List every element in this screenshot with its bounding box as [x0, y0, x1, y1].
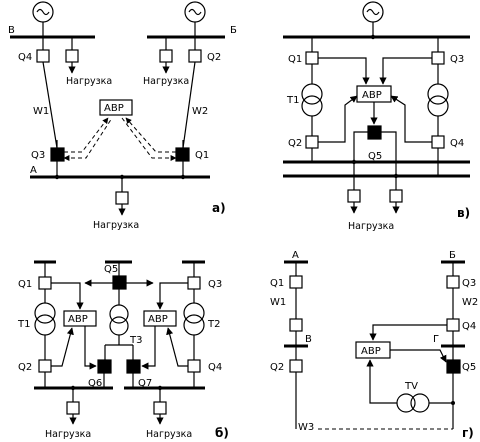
switch-load-a-right	[159, 49, 173, 63]
switch-q3-g	[446, 275, 460, 289]
switch-q3-v	[431, 51, 445, 65]
avr-label-b-right: АВР	[148, 314, 168, 325]
label-t3-b: T3	[129, 335, 142, 346]
avr-block-b-right	[143, 310, 177, 327]
label-w1-a: W1	[33, 106, 49, 117]
bus-label-b-g: Б	[449, 250, 456, 261]
label-q3-g: Q3	[462, 278, 476, 289]
switch-q1-g	[289, 275, 303, 289]
label-q4-b: Q4	[208, 362, 222, 373]
label-q4-a: Q4	[18, 52, 32, 63]
switch-q2-b	[38, 359, 52, 373]
label-t1-v: T1	[286, 95, 299, 106]
label-w2-a: W2	[192, 106, 208, 117]
label-q2-b: Q2	[18, 362, 32, 373]
switch-w1-end-g	[289, 318, 303, 332]
label-q4-g: Q4	[462, 321, 476, 332]
avr-label-a: АВР	[104, 103, 124, 114]
label-q2-v: Q2	[288, 138, 302, 149]
switch-q1-v	[305, 51, 319, 65]
label-q3-b: Q3	[208, 279, 222, 290]
avr-label-v: АВР	[362, 90, 382, 101]
avr-label-g: АВР	[361, 346, 381, 357]
label-q1-a: Q1	[195, 150, 209, 161]
switch-load-a-left	[65, 49, 79, 63]
switch-q3-b	[187, 276, 201, 290]
label-q4-v: Q4	[450, 138, 464, 149]
switch-q5-b	[112, 275, 127, 290]
label-q1-v: Q1	[288, 54, 302, 65]
switch-q5-g	[446, 359, 461, 374]
avr-block-a	[99, 99, 133, 116]
label-q6-b: Q6	[88, 378, 102, 389]
panel-label-b: б)	[215, 426, 229, 440]
load-label-a-left: Нагрузка	[66, 76, 112, 87]
switch-load-v-left	[347, 189, 361, 203]
switch-q7-b	[126, 359, 141, 374]
label-q2-g: Q2	[270, 362, 284, 373]
switch-q2-g	[289, 359, 303, 373]
switch-q1-a	[175, 147, 190, 162]
label-t1-b: T1	[17, 319, 30, 330]
panel-g: А Б Q1 W1 В Q2 W3 Q3 W2 Q4 Г Q5 АВ	[270, 250, 478, 440]
bus-label-g-g: Г	[433, 334, 439, 345]
panel-a: В Б Q4 Нагрузка Q2 Нагрузка W1 W2 АВР Q3…	[8, 1, 237, 231]
switch-q1-b	[38, 276, 52, 290]
switch-load-b-right	[153, 401, 167, 415]
load-label-b-left: Нагрузка	[45, 429, 91, 440]
label-q2-a: Q2	[207, 52, 221, 63]
label-q3-v: Q3	[450, 54, 464, 65]
label-q1-b: Q1	[18, 279, 32, 290]
avr-block-b-left	[63, 310, 97, 327]
switch-q3-a	[50, 147, 65, 162]
switch-q4-g	[446, 318, 460, 332]
label-tv-g: TV	[404, 381, 418, 392]
panel-v: Q1 T1 Q2 Q3 Q4 АВР Q5	[283, 1, 470, 232]
switch-q4-b	[187, 359, 201, 373]
switch-q4-a	[36, 49, 50, 63]
label-q1-g: Q1	[270, 278, 284, 289]
switch-load-a-bottom	[115, 191, 129, 205]
switch-q2-a	[188, 49, 202, 63]
panel-label-v: в)	[457, 206, 470, 220]
switch-load-v-right	[389, 189, 403, 203]
label-w3-g: W3	[298, 422, 314, 433]
bus-label-v-g: В	[305, 334, 312, 345]
label-q3-a: Q3	[31, 150, 45, 161]
bus-label-a: А	[30, 165, 37, 176]
label-q5-g: Q5	[462, 362, 476, 373]
tv-coil-left	[396, 393, 416, 413]
label-w2-g: W2	[462, 297, 478, 308]
label-t2-b: T2	[207, 319, 220, 330]
load-label-v: Нагрузка	[348, 221, 394, 232]
panel-b: Q1 T1 Q2 Q3 T2 Q4 Q5 T3 Q6	[17, 260, 229, 440]
load-label-a-right: Нагрузка	[143, 76, 189, 87]
avr-label-b-left: АВР	[68, 314, 88, 325]
label-q5-b: Q5	[104, 264, 118, 275]
load-label-a-bottom: Нагрузка	[93, 220, 139, 231]
panel-label-g: г)	[462, 426, 474, 440]
label-q5-v: Q5	[368, 151, 382, 162]
switch-load-b-left	[66, 401, 80, 415]
tv-coil-right	[410, 393, 430, 413]
load-label-b-right: Нагрузка	[146, 429, 192, 440]
switch-q6-b	[97, 359, 112, 374]
switch-q4-v	[431, 135, 445, 149]
label-q7-b: Q7	[138, 378, 152, 389]
bus-label-a-g: А	[292, 250, 299, 261]
panel-label-a: а)	[212, 201, 226, 215]
switch-q2-v	[305, 135, 319, 149]
switch-q5-v	[367, 125, 382, 140]
label-w1-g: W1	[270, 297, 286, 308]
bus-label-b: Б	[230, 25, 237, 36]
bus-label-v: В	[8, 25, 15, 36]
